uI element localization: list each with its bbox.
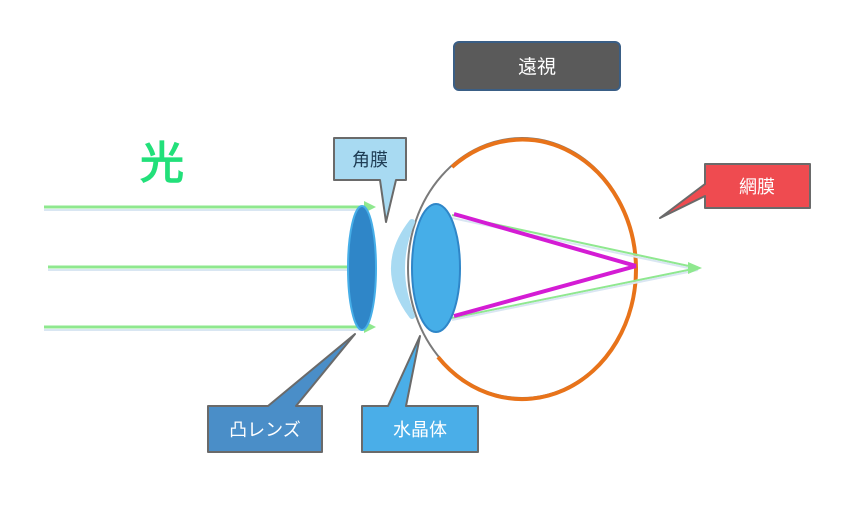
convex-lens-callout: 凸レンズ bbox=[207, 333, 356, 453]
focus-ray-bottom bbox=[453, 264, 637, 318]
focus-ray-top bbox=[453, 212, 637, 268]
light-label: 光 bbox=[140, 138, 184, 189]
crystalline-lens-label: 水晶体 bbox=[393, 420, 447, 441]
incoming-rays bbox=[44, 201, 376, 333]
crystalline-lens-callout: 水晶体 bbox=[361, 335, 479, 453]
convex-lens-label: 凸レンズ bbox=[229, 420, 301, 441]
focus-rays bbox=[453, 212, 637, 318]
cornea-label: 角膜 bbox=[352, 150, 388, 171]
convex-lens bbox=[347, 205, 377, 331]
cornea-callout: 角膜 bbox=[333, 137, 407, 223]
title-box: 遠視 bbox=[453, 41, 621, 91]
title-text: 遠視 bbox=[518, 56, 556, 78]
crystalline-lens bbox=[411, 203, 461, 333]
retina-arc bbox=[436, 137, 639, 402]
retina-callout: 網膜 bbox=[659, 163, 811, 219]
cornea-shape bbox=[391, 219, 415, 319]
retina-label: 網膜 bbox=[739, 177, 775, 198]
